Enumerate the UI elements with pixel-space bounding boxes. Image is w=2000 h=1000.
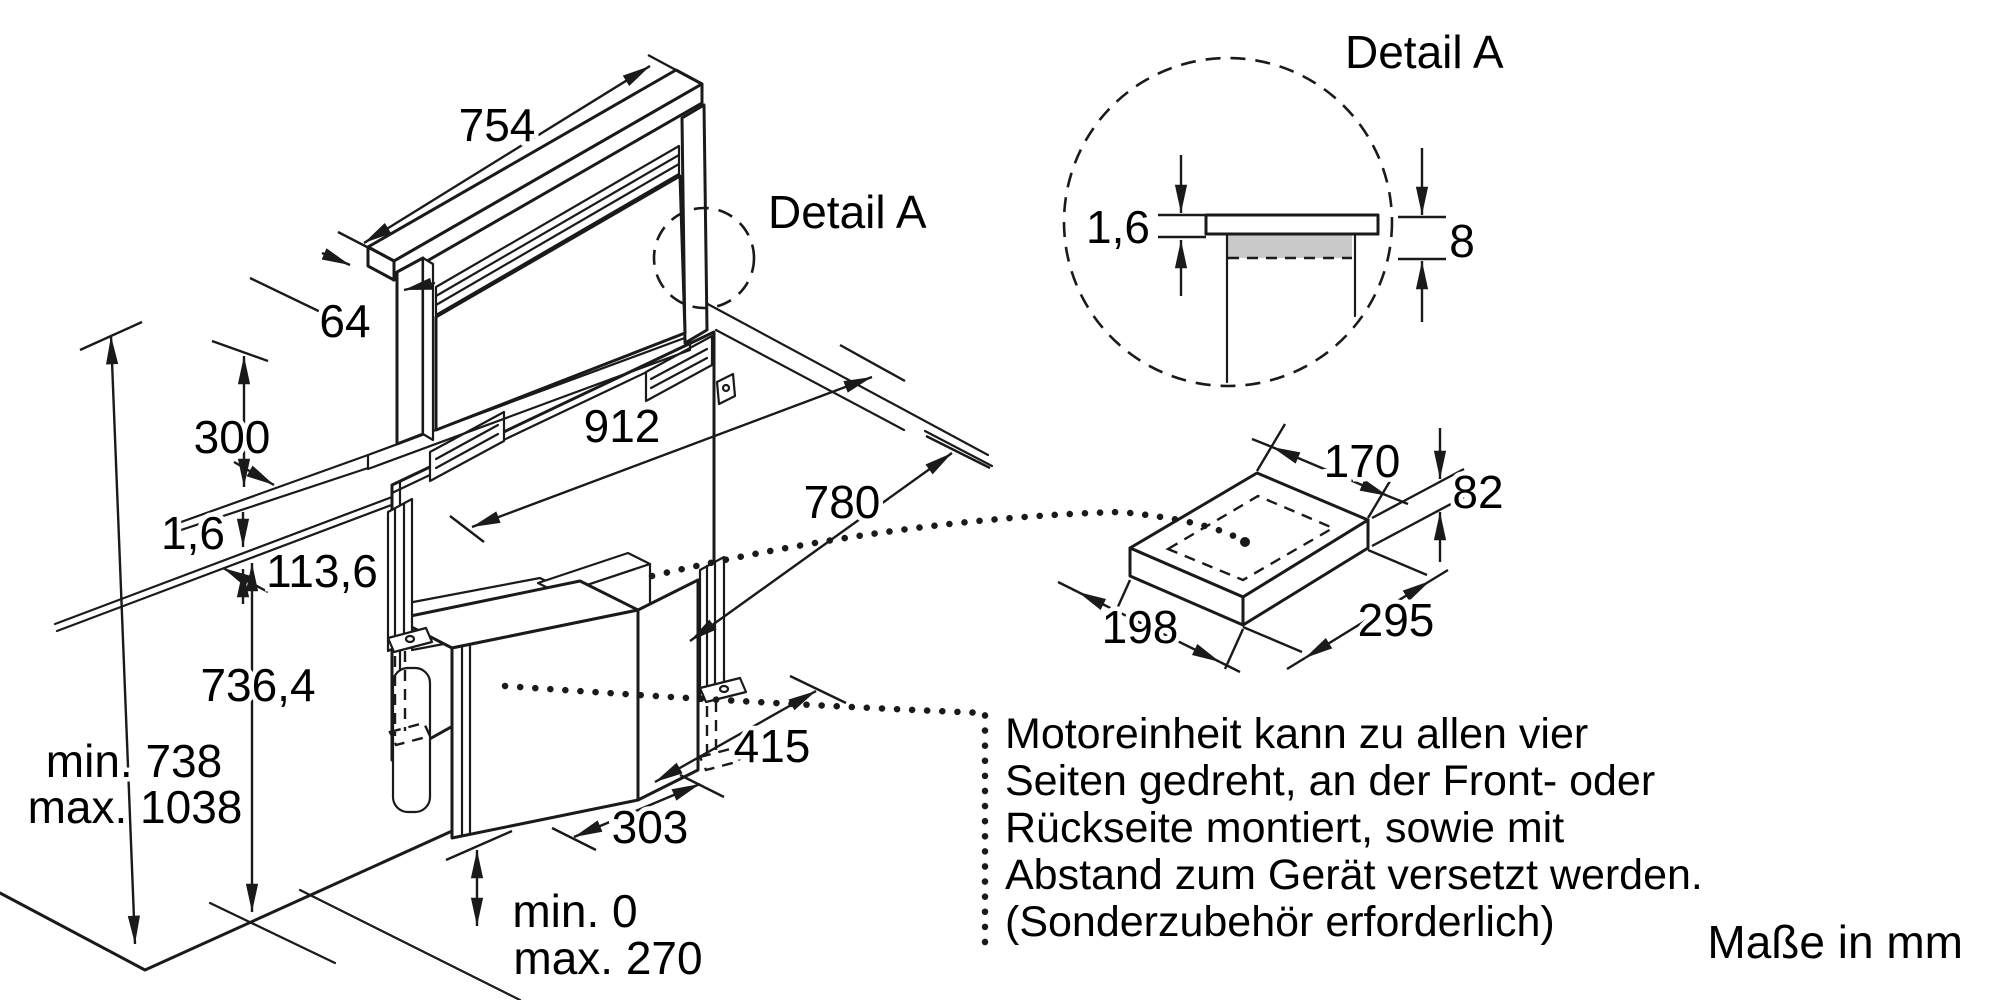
note-line-5: (Sonderzubehör erforderlich) <box>1005 898 1555 946</box>
duct-dim-height: 82 <box>1452 466 1503 518</box>
side-plate <box>391 666 432 814</box>
bracket-left <box>386 497 434 747</box>
dim-body-height: 736,4 <box>200 659 315 711</box>
center-dot <box>1240 537 1250 547</box>
note-block: Motoreinheit kann zu allen vier Seiten g… <box>1005 710 1703 946</box>
dim-floor-max: max. 1038 <box>28 781 243 833</box>
worktop-section <box>1204 213 1380 236</box>
dim-plate-depth: 113,6 <box>266 545 378 597</box>
dim-motor-width: 303 <box>612 801 689 853</box>
flat-duct-box <box>1057 423 1465 674</box>
dim-floor-min: min. 738 <box>46 735 222 787</box>
detail-title: Detail A <box>1345 26 1504 78</box>
dimension-labels: 754 64 Detail A 300 1,6 113,6 736,4 min.… <box>23 22 1508 989</box>
units-note: Maße in mm <box>1707 916 1963 968</box>
dim-width-top: 754 <box>459 99 536 151</box>
dimension-lines <box>79 53 991 945</box>
duct-dim-width: 170 <box>1324 435 1401 487</box>
detail-a-callout-circle <box>652 206 756 310</box>
leader-lines <box>501 508 1246 950</box>
dim-lift-height: 300 <box>194 411 271 463</box>
note-line-3: Rückseite montiert, sowie mit <box>1005 804 1564 852</box>
dim-foot-min: min. 0 <box>512 885 637 937</box>
dim-depth-top: 64 <box>319 295 370 347</box>
detail-dim-gap: 8 <box>1449 215 1475 267</box>
detail-callout-label: Detail A <box>768 186 927 238</box>
detail-dim-thickness: 1,6 <box>1086 201 1150 253</box>
detail-a-view <box>1062 56 1446 388</box>
dim-foot-max: max. 270 <box>513 932 702 984</box>
dim-plate-thickness: 1,6 <box>161 507 225 559</box>
note-line-1: Motoreinheit kann zu allen vier <box>1005 710 1588 758</box>
note-line-2: Seiten gedreht, an der Front- oder <box>1005 757 1655 805</box>
note-line-4: Abstand zum Gerät versetzt werden. <box>1005 851 1703 899</box>
dim-body-width: 912 <box>584 400 661 452</box>
duct-dim-depth: 198 <box>1102 601 1179 653</box>
screw-plate <box>715 372 737 406</box>
dim-cutout-width: 780 <box>804 476 881 528</box>
duct-dim-length: 295 <box>1358 594 1435 646</box>
motor-unit-box <box>394 578 700 840</box>
dim-right-offset: 415 <box>734 720 811 772</box>
